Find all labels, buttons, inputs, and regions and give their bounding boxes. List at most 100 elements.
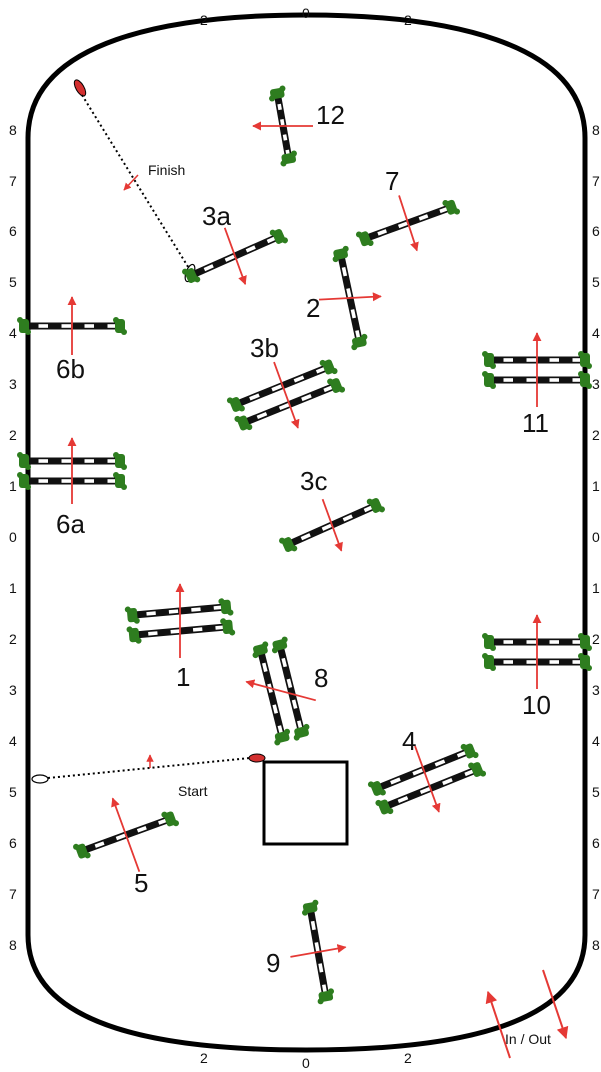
jump-standard-leaf <box>246 424 253 431</box>
axis-left-label: 8 <box>9 122 17 138</box>
jump-rail-stripe <box>549 640 559 644</box>
jump-standard-leaf <box>284 728 291 735</box>
jump-rail-stripe <box>418 214 429 221</box>
jump-rail-stripe <box>245 245 256 253</box>
jump-label-8: 8 <box>314 663 328 693</box>
jump-standard-leaf <box>578 633 584 639</box>
jump-standard-leaf <box>375 799 382 806</box>
jump-direction-arrow-2 <box>318 292 382 302</box>
jump-rail-stripe <box>148 631 158 636</box>
jump-standard-leaf <box>578 371 584 377</box>
axis-right-label: 8 <box>592 937 600 953</box>
jump-standard-leaf <box>291 545 298 552</box>
jump-rail-stripe <box>412 768 424 776</box>
axis-left-label: 7 <box>9 173 17 189</box>
jump-rail-stripe <box>213 605 224 610</box>
jump-direction-arrow-3b <box>273 361 300 429</box>
jump-rail-stripe <box>390 777 401 785</box>
axis-left-label: 4 <box>9 325 17 341</box>
jump-standard-leaf <box>280 160 287 167</box>
jump-standard-leaf <box>113 452 119 458</box>
jump-rail-stripe <box>314 942 320 952</box>
jump-rail-stripe <box>272 704 279 714</box>
finish-dotted-line <box>81 94 191 271</box>
axis-right-label: 2 <box>592 427 600 443</box>
axis-right-label: 8 <box>592 122 600 138</box>
jump-rail-stripe <box>434 759 446 767</box>
jump-standard-leaf <box>328 988 335 995</box>
jump-direction-arrow-4 <box>414 745 441 813</box>
jump-standard-leaf <box>454 208 461 215</box>
jump-rail-stripe <box>572 358 582 362</box>
axis-top: 2 0 2 <box>200 5 412 28</box>
jump-standard-leaf <box>378 506 385 513</box>
jump-standard-leaf <box>194 276 201 283</box>
jump-standard-leaf <box>161 811 168 818</box>
axis-right-label: 1 <box>592 478 600 494</box>
jump-standard-leaf <box>279 537 286 544</box>
jump-direction-arrow-9 <box>290 944 347 958</box>
start-line: Start <box>31 753 266 799</box>
jump-rail-stripe <box>286 678 293 689</box>
jump-rail-stripe <box>346 288 352 298</box>
jump-label-1: 1 <box>176 662 190 692</box>
jump-label-3c: 3c <box>300 466 327 496</box>
jump-standard-leaf <box>218 598 225 605</box>
jump-12 <box>269 85 297 167</box>
jump-rail-stripe <box>107 459 117 463</box>
axis-left-label: 2 <box>9 427 17 443</box>
axis-left-label: 2 <box>9 631 17 647</box>
jump-rail-stripe <box>256 411 268 420</box>
jump-label-4: 4 <box>402 726 416 756</box>
axis-left-label: 6 <box>9 223 17 239</box>
jump-labels: 12 7 3a 2 6b 3b 11 6a 3c 1 10 8 4 5 9 <box>56 100 551 978</box>
jump-standard-leaf <box>73 843 80 850</box>
jump-standard-leaf <box>361 333 368 340</box>
jump-standard-leaf <box>135 637 142 644</box>
axis-top-label: 0 <box>302 5 310 21</box>
jump-rail-stripe <box>377 229 388 236</box>
jump-rail-stripe <box>84 479 94 483</box>
jump-label-5: 5 <box>134 868 148 898</box>
jump-rail-stripe <box>442 777 453 786</box>
jump-standard-leaf <box>133 617 140 624</box>
axis-top-label: 2 <box>200 12 208 28</box>
jump-direction-arrow-5 <box>111 797 141 872</box>
jump-standard-leaf <box>84 852 91 859</box>
jump-standard-leaf <box>355 231 362 238</box>
jump-standard-leaf <box>301 909 308 916</box>
axis-left-label: 1 <box>9 580 17 596</box>
jump-standard-leaf <box>121 464 127 470</box>
jump-standard-leaf <box>227 609 234 616</box>
jump-standard-leaf <box>379 789 386 796</box>
jump-standard-leaf <box>387 808 394 815</box>
jump-standard-leaf <box>460 743 467 750</box>
axis-left-label: 1 <box>9 478 17 494</box>
jump-rail-stripe <box>94 841 105 848</box>
jump-rail-stripe <box>168 609 179 614</box>
jump-standard-leaf <box>262 641 269 648</box>
axis-left-label: 0 <box>9 529 17 545</box>
jump-rail-stripe <box>277 103 282 111</box>
jump-standard-leaf <box>226 397 233 404</box>
jump-standard-leaf <box>490 383 496 389</box>
axis-right-label: 5 <box>592 274 600 290</box>
jump-standard-leaf <box>17 317 23 323</box>
jump-standard-leaf <box>482 633 488 639</box>
jump-standard-leaf <box>317 998 324 1005</box>
jump-rail <box>257 650 286 736</box>
finish-label: Finish <box>148 162 185 178</box>
jump-standard-leaf <box>293 734 300 741</box>
jump-rail-stripe <box>503 660 513 664</box>
axis-bottom-label: 0 <box>302 1055 310 1071</box>
jump-standard-leaf <box>482 653 488 659</box>
axis-right-label: 7 <box>592 886 600 902</box>
jump-standard-leaf <box>121 329 127 335</box>
axis-left-label: 3 <box>9 682 17 698</box>
jump-standard-leaf <box>342 245 349 252</box>
jump-rail-stripe <box>170 629 181 634</box>
jump-standard-leaf <box>281 237 288 244</box>
jump-standard-leaf <box>121 484 127 490</box>
jump-rail-stripe <box>301 393 312 402</box>
jump-standard-leaf <box>312 899 319 906</box>
